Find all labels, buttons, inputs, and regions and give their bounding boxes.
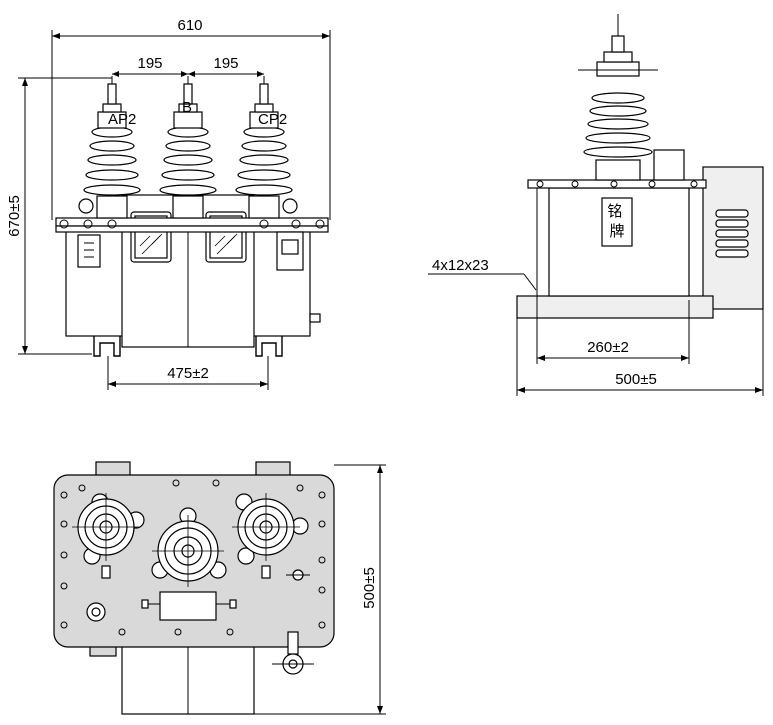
insulator-left (83, 76, 141, 219)
dim-total-width: 610 (51, 17, 331, 220)
dim-right-spacing-label: 195 (213, 55, 238, 72)
dim-mount-span: 260±2 (536, 300, 690, 364)
dim-height-label: 670±5 (6, 195, 23, 237)
dim-base-span: 475±2 (107, 356, 269, 390)
terminal-label-center: B (182, 99, 192, 116)
side-view: 铭 牌 4x12x23 (428, 14, 764, 396)
top-view: 500±5 (53, 461, 386, 715)
insulator-center (159, 76, 217, 219)
dim-phase-spacing: 195 195 (112, 55, 264, 77)
top-bushing-center (151, 507, 227, 587)
top-view-bolts (60, 479, 326, 636)
terminal-label-right: CP2 (258, 111, 287, 128)
nameplate-char: 牌 (609, 223, 624, 240)
dim-hole-label: 4x12x23 (432, 257, 489, 274)
dim-base-span-label: 475±2 (167, 365, 209, 382)
front-view: 610 195 195 670±5 (6, 17, 331, 390)
top-bushing-right (232, 493, 309, 579)
dim-height: 670±5 (6, 77, 112, 355)
dim-total-width-label: 610 (177, 17, 202, 34)
insulator-right (235, 76, 293, 219)
dim-left-spacing-label: 195 (137, 55, 162, 72)
terminal-label-left: AP2 (108, 111, 136, 128)
dim-hole: 4x12x23 (428, 257, 537, 291)
side-insulator (578, 14, 658, 181)
dim-base-width-label: 500±5 (615, 371, 657, 388)
nameplate-text: 铭 (607, 203, 622, 220)
dim-mount-span-label: 260±2 (587, 339, 629, 356)
nameplate-label: 铭 牌 (607, 203, 626, 240)
dim-base-width: 500±5 (516, 309, 764, 396)
dim-depth-label: 500±5 (361, 567, 378, 609)
top-bushing-left (72, 493, 145, 579)
dim-depth: 500±5 (254, 464, 386, 715)
